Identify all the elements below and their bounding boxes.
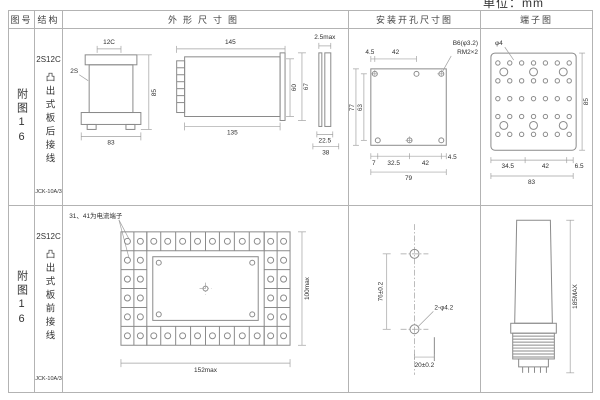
side-view-dim-lines	[176, 45, 306, 131]
row2-mounting-cell: 76±0.2 2-φ4.2 20±0.2	[349, 206, 481, 393]
dim-42: 42	[542, 163, 550, 170]
drill-holes	[409, 248, 435, 362]
mounting-hole-drawing-rear: 4.5 42 B6(φ3.2) RM2×2 77 63 7 32.5 42 4.…	[349, 40, 478, 182]
row1-structure-cell: 2S12C 凸出式板后接线 JCK-10A/3	[35, 29, 63, 206]
dim-12c: 12C	[103, 39, 115, 46]
front-view-geometry	[80, 54, 142, 130]
front-view-dim-lines	[79, 45, 152, 141]
relay-side-profile	[510, 219, 557, 373]
row2-model: 2S12C	[36, 232, 61, 241]
dim-83: 83	[528, 179, 536, 186]
panel-section-dim-lines	[312, 42, 340, 150]
dim-145: 145	[225, 39, 236, 46]
dim-7: 7	[372, 160, 376, 167]
terminal-block-geometry	[490, 52, 577, 151]
row1-fig-no: 附图16	[15, 88, 28, 146]
row1-fig-cell: 附图16	[9, 29, 35, 206]
header-mounting: 安装开孔尺寸图	[349, 11, 481, 29]
terminal-dim-lines	[490, 46, 586, 179]
row2-outline-cell: 31、41为电流端子 152max 100max	[63, 206, 349, 393]
dim-34-5: 34.5	[501, 163, 514, 170]
terminal-diagram-front: 185MAX	[510, 219, 579, 374]
dim-135: 135	[227, 129, 238, 136]
spec-table: 图号 结构 外形尺寸图 安装开孔尺寸图 端子图 附图16 2S12C 凸出式板后…	[8, 10, 593, 393]
dim-67: 67	[303, 83, 310, 91]
dim-38: 38	[322, 149, 330, 156]
note-leader-lines	[118, 219, 130, 258]
row2-structure-text: 凸出式板前接线	[43, 249, 55, 344]
dim-60: 60	[291, 84, 298, 92]
row2-fig-cell: 附图16	[9, 206, 35, 393]
dim-85: 85	[583, 98, 590, 106]
dim-32-5: 32.5	[387, 160, 400, 167]
center-mark	[199, 282, 212, 295]
row1-outline-cell: 12C 2S 85 83 145 60 67 135 2.5max 22.5 3…	[63, 29, 349, 206]
row2-fig-no: 附图16	[15, 270, 28, 328]
label-2-phi4-2: 2-φ4.2	[434, 304, 453, 311]
dim-85: 85	[151, 89, 158, 97]
mounting-hole-drawing-front: 76±0.2 2-φ4.2 20±0.2	[378, 224, 454, 375]
row2-structure-cell: 2S12C 凸出式板前接线 JCK-10A/3	[35, 206, 63, 393]
header-fig-no: 图号	[9, 11, 35, 29]
dim-77: 77	[349, 104, 356, 112]
row1-mounting-cell: 4.5 42 B6(φ3.2) RM2×2 77 63 7 32.5 42 4.…	[349, 29, 481, 206]
row1-type-code: JCK-10A/3	[35, 189, 62, 195]
row1-structure-text: 凸出式板后接线	[43, 72, 55, 167]
label-thread-spec: RM2×2	[457, 49, 478, 56]
row1-model: 2S12C	[36, 55, 61, 64]
left-terminal-strip	[120, 231, 148, 346]
hole-centerlines	[370, 69, 446, 145]
header-structure: 结构	[35, 11, 63, 29]
header-outline: 外形尺寸图	[63, 11, 349, 29]
outline2-dim-lines	[120, 231, 306, 368]
current-terminal-note: 31、41为电流端子	[69, 211, 123, 220]
outline-drawing-rear-wiring: 12C 2S 85 83 145 60 67 135 2.5max 22.5 3…	[70, 34, 340, 156]
dim-6-5: 6.5	[575, 163, 584, 170]
side-view-geometry	[176, 52, 286, 121]
centerlines	[400, 224, 429, 375]
dim-42-bottom: 42	[422, 160, 430, 167]
dim-4-5-bottom: 4.5	[448, 154, 457, 161]
mounting2-dim-lines	[382, 253, 435, 361]
mounting-dim-lines	[352, 55, 452, 176]
terminal2-dim-lines	[566, 219, 575, 374]
dim-22-5: 22.5	[319, 137, 332, 144]
mounting-plate-geometry	[370, 68, 447, 146]
top-terminal-strip	[146, 231, 265, 252]
row1-terminal-cell: φ4 34.5 42 6.5 83 85	[481, 29, 593, 206]
label-phi4: φ4	[495, 40, 503, 47]
unit-label: 单位：mm	[483, 0, 544, 10]
dim-185max: 185MAX	[572, 283, 579, 308]
dim-63: 63	[357, 104, 364, 112]
dim-83: 83	[107, 139, 115, 146]
dim-76: 76±0.2	[378, 281, 385, 301]
bottom-terminal-strip	[146, 325, 265, 346]
dim-4-5-top: 4.5	[365, 49, 374, 56]
dim-79: 79	[405, 175, 413, 182]
label-thread-hole: B6(φ3.2)	[453, 40, 478, 47]
terminal-diagram-rear: φ4 34.5 42 6.5 83 85	[490, 40, 590, 186]
dim-20: 20±0.2	[415, 362, 435, 369]
dim-42-top: 42	[392, 49, 400, 56]
dim-100max: 100max	[304, 276, 311, 300]
header-terminal: 端子图	[481, 11, 593, 29]
row2-terminal-cell: 185MAX	[481, 206, 593, 393]
outline-drawing-front-wiring: 31、41为电流端子 152max 100max	[69, 211, 311, 374]
panel-section-geometry	[318, 52, 332, 127]
row2-type-code: JCK-10A/3	[35, 376, 62, 382]
dim-152max: 152max	[194, 367, 218, 374]
dim-2-5max: 2.5max	[314, 34, 336, 41]
right-terminal-strip	[263, 231, 291, 346]
dim-2s: 2S	[70, 68, 79, 75]
